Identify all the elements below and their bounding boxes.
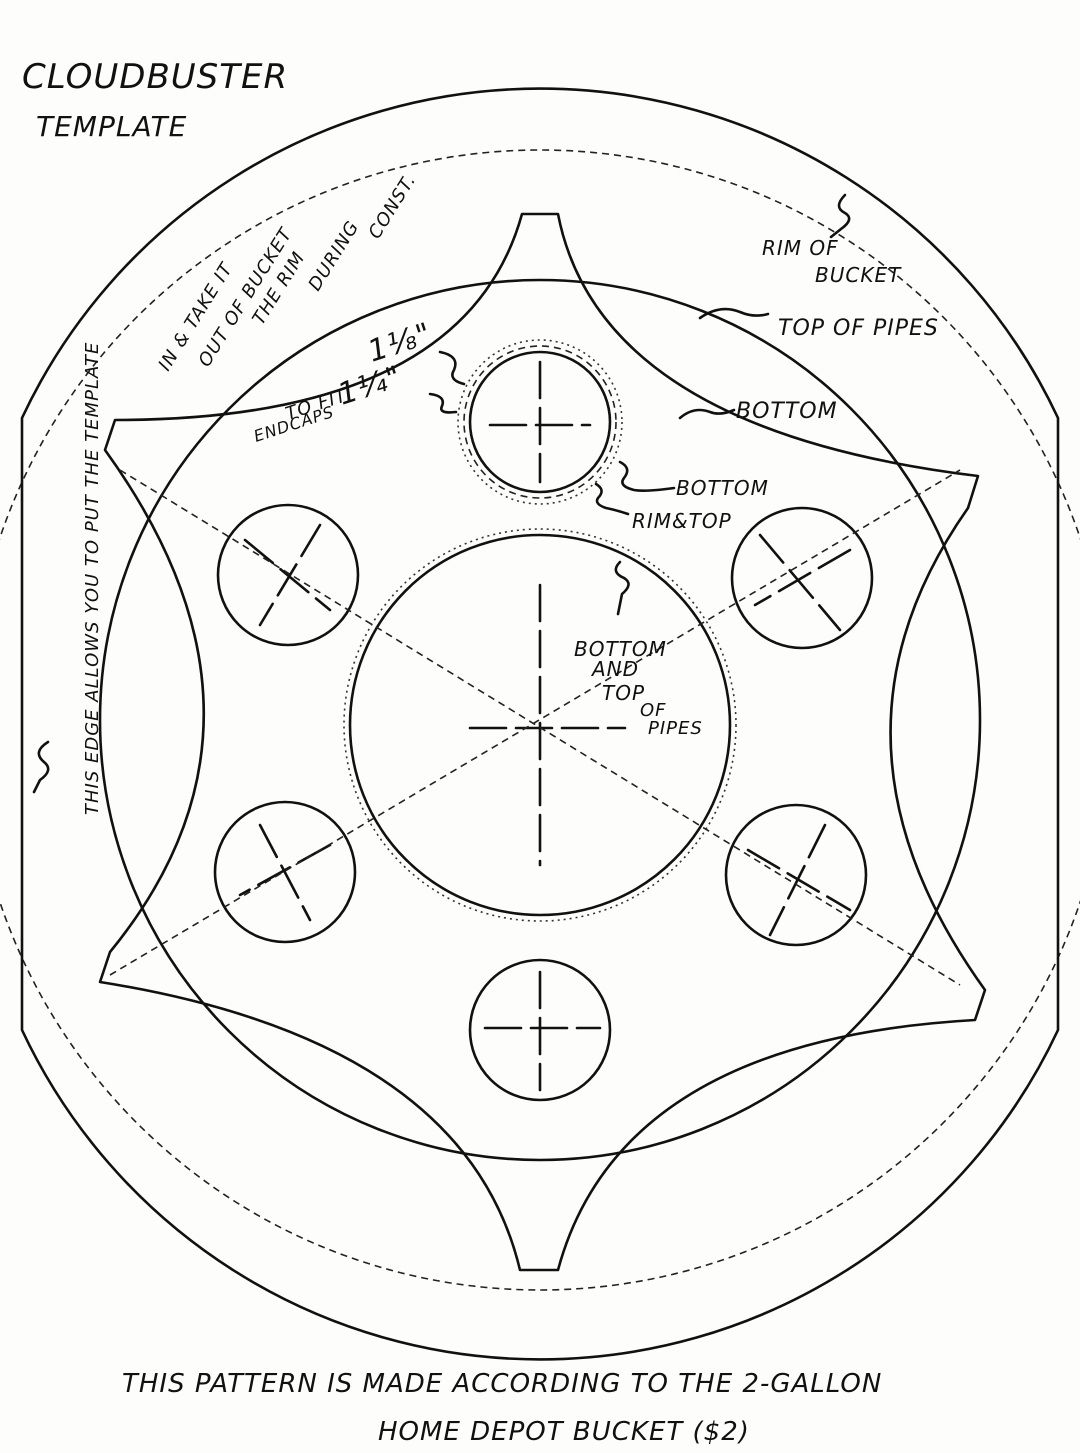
leader-rim-top xyxy=(594,482,630,516)
label-dim-1-1-8: 1⅛" xyxy=(364,316,437,369)
center-pipe-circle xyxy=(348,533,732,917)
side-edge-note: THIS EDGE ALLOWS YOU TO PUT THE TEMPLATE xyxy=(82,342,103,815)
pipe-hole-top xyxy=(468,350,612,494)
leader-dimensions xyxy=(428,350,466,414)
label-bottom-hole: BOTTOM xyxy=(676,476,769,500)
ll-hole-cross-b xyxy=(238,843,332,897)
lr-hole-cross-a xyxy=(746,848,852,912)
pipe-hole-upper-right xyxy=(730,506,874,650)
template-outer-edge xyxy=(20,87,1060,1361)
construction-line-b xyxy=(119,469,961,986)
title-line-2: TEMPLATE xyxy=(36,110,187,143)
ul-hole-cross-a xyxy=(243,538,332,612)
construction-line-a xyxy=(109,469,961,976)
ll-hole-cross-a xyxy=(258,823,312,922)
leader-side-edge xyxy=(32,740,50,794)
top-note-4: DURING xyxy=(304,217,363,295)
pipe-hole-lower-right xyxy=(724,803,868,947)
pipe-hole-lower-left xyxy=(213,800,357,944)
leader-bottom-hole xyxy=(618,460,676,492)
top-of-pipes-circle xyxy=(98,278,982,1162)
pipe-hole-bottom xyxy=(468,958,612,1102)
pipe-hole-top-mid xyxy=(463,345,617,499)
leader-bottom-outer xyxy=(678,408,736,420)
leader-center xyxy=(614,560,630,616)
lr-hole-cross-b xyxy=(768,823,827,937)
top-note-5: CONST. xyxy=(364,170,420,242)
label-center-3: TOP xyxy=(602,681,645,705)
footer-line-2: HOME DEPOT BUCKET ($2) xyxy=(378,1417,750,1447)
label-center-5: PIPES xyxy=(648,718,703,739)
label-center-4: OF xyxy=(640,700,667,721)
label-center-2: AND xyxy=(590,657,639,681)
center-pipe-circle-dotted xyxy=(343,528,737,922)
label-bottom-outer: BOTTOM xyxy=(736,399,838,424)
ul-hole-cross-b xyxy=(258,523,322,627)
ur-hole-cross-a xyxy=(758,533,842,632)
label-bucket: BUCKET xyxy=(815,263,902,287)
label-center-1: BOTTOM xyxy=(574,637,667,661)
label-top-of-pipes: TOP OF PIPES xyxy=(778,316,939,341)
ur-hole-cross-b xyxy=(753,548,852,607)
footer-line-1: THIS PATTERN IS MADE ACCORDING TO THE 2-… xyxy=(122,1369,882,1399)
label-rim-top: RIM&TOP xyxy=(632,509,732,533)
pipe-hole-top-outer xyxy=(457,339,623,505)
label-rim-of: RIM OF xyxy=(762,236,839,260)
leader-rim-of-bucket xyxy=(829,193,851,239)
title-line-1: CLOUDBUSTER xyxy=(22,57,288,97)
pipe-hole-upper-left xyxy=(216,503,360,647)
star-template-shape xyxy=(98,212,987,1272)
leader-top-of-pipes xyxy=(698,307,770,320)
